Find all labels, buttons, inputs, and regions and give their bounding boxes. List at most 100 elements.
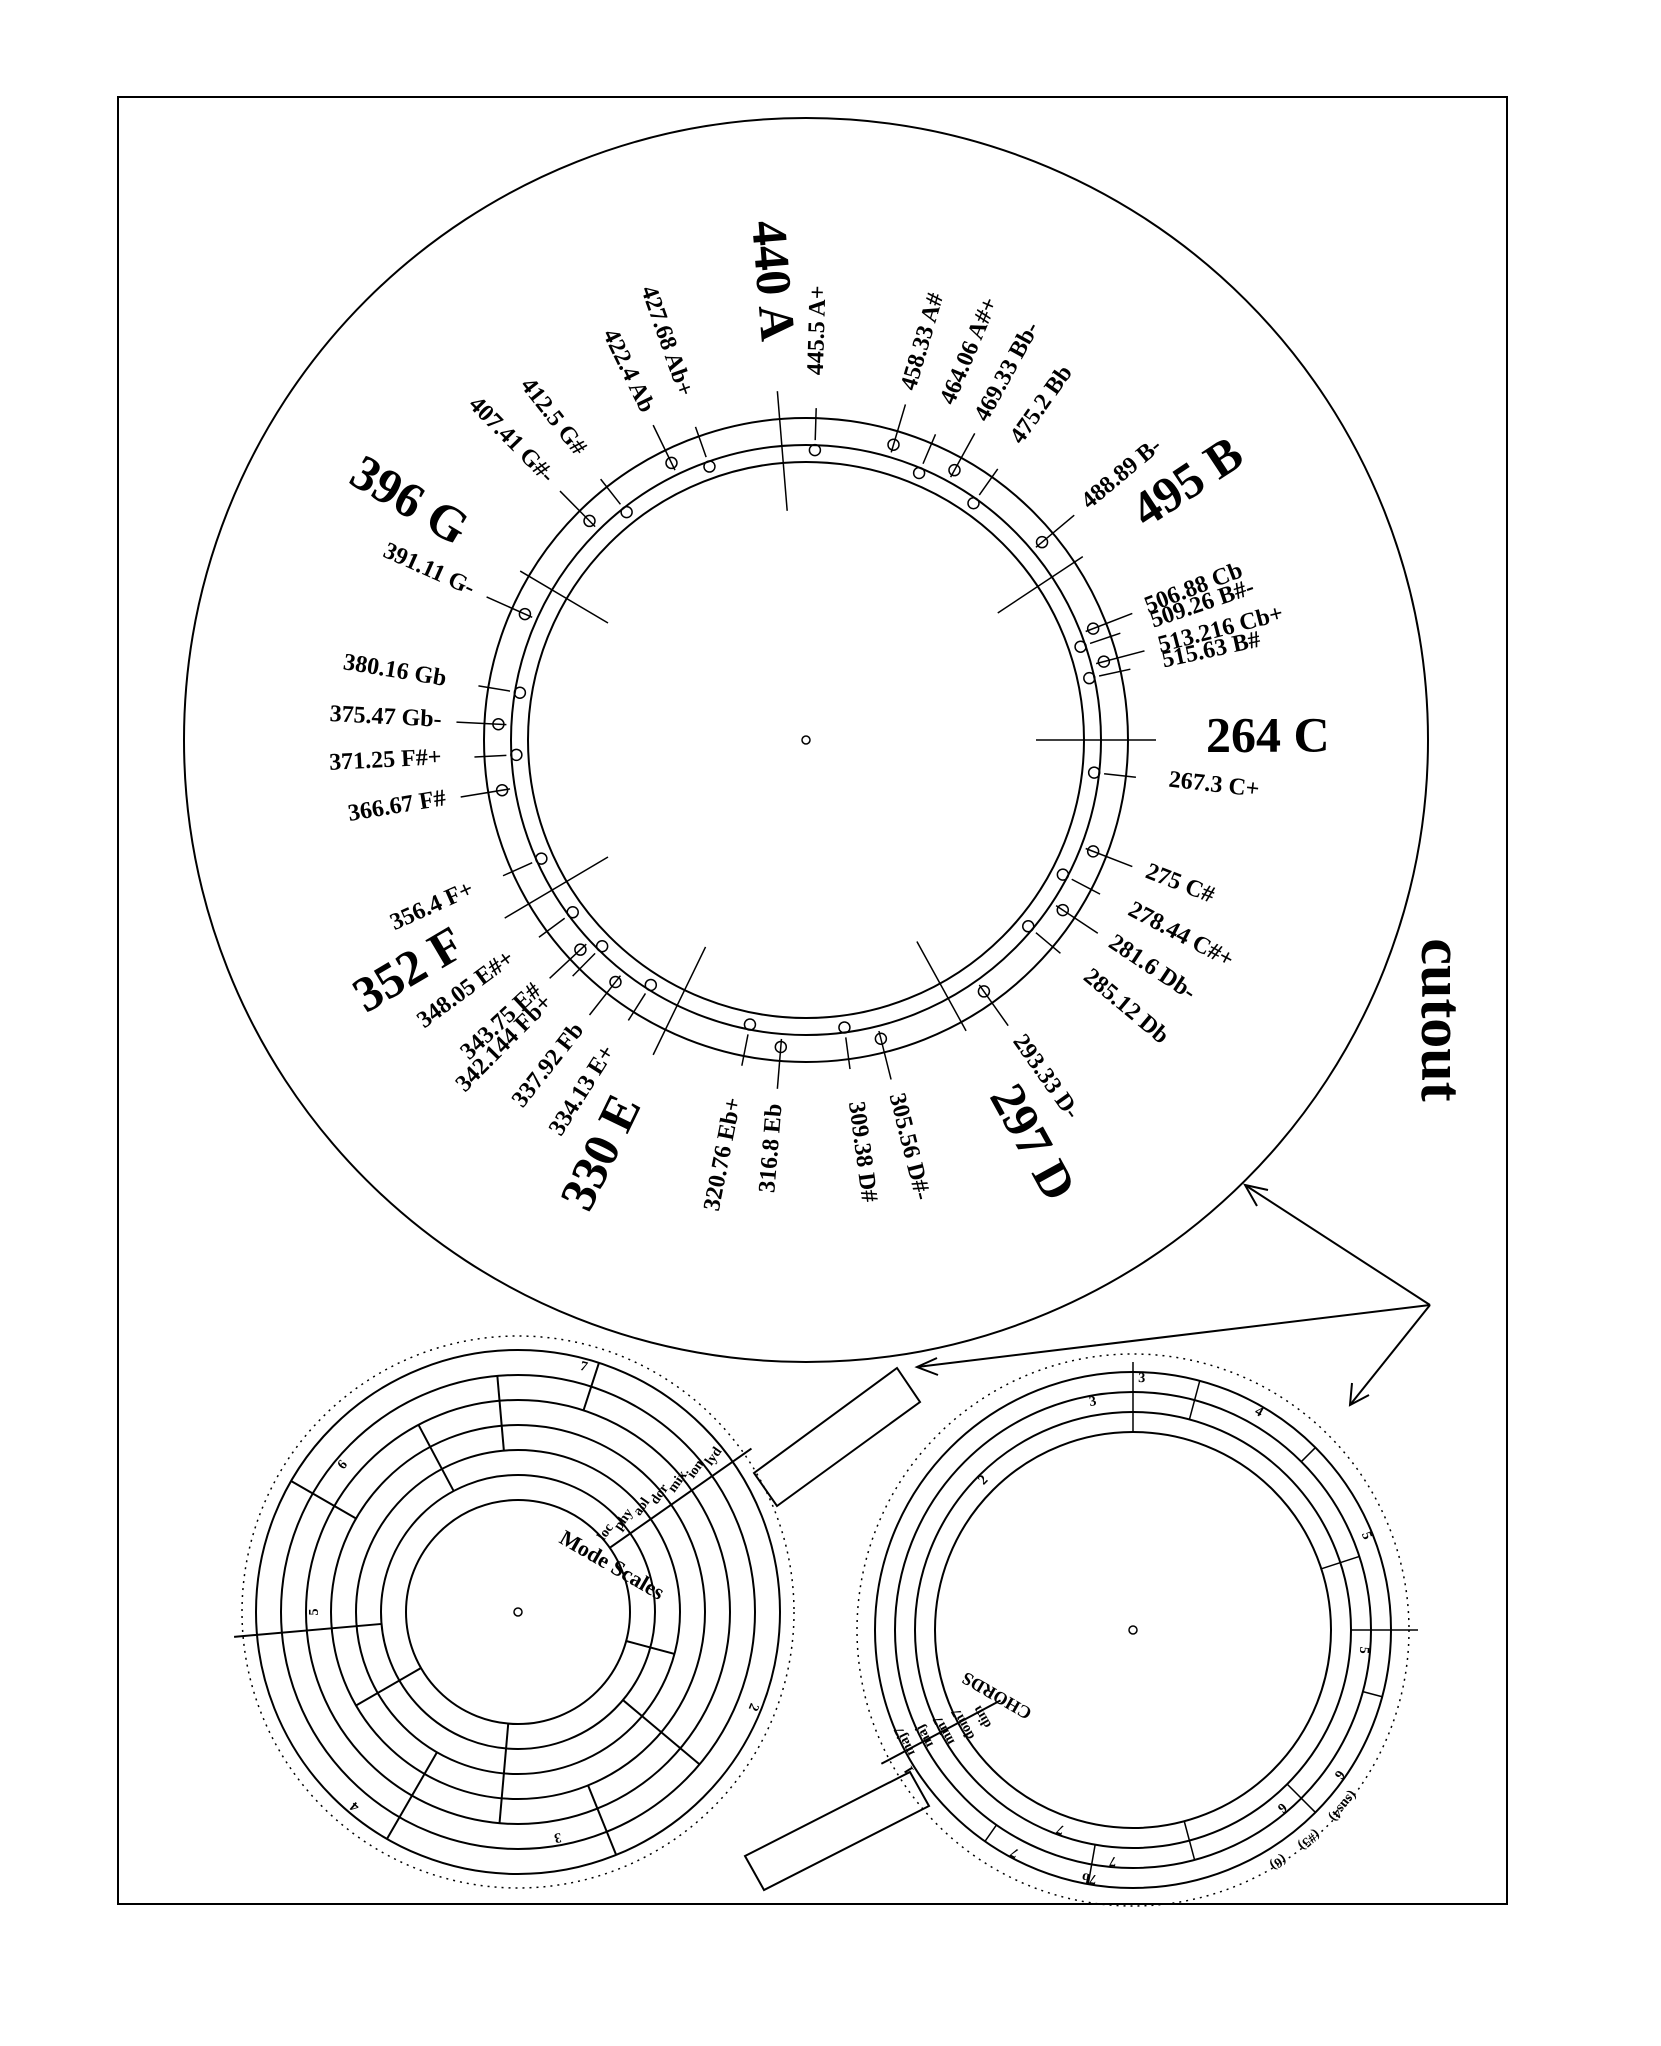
note-tick [814, 408, 817, 441]
chord-type-label: dim [970, 1703, 995, 1731]
chord-center-mark [1128, 1625, 1138, 1635]
note-dot [1086, 622, 1100, 635]
chord-ring-4 [934, 1431, 1332, 1829]
note-tick [486, 596, 533, 619]
note-tick [1085, 612, 1133, 633]
note-dot [1097, 655, 1111, 668]
chord-degree-label: 5 [1356, 1646, 1372, 1654]
note-dot [874, 1032, 888, 1046]
chord-degree-label: 2 [976, 1473, 992, 1489]
mode-ring-5 [355, 1449, 681, 1775]
note-label: 445.5 A+ [803, 285, 832, 375]
note-tick [1071, 878, 1101, 895]
note-dot [595, 940, 609, 953]
note-tick [890, 404, 907, 453]
chord-degree-label: 5 [1358, 1530, 1375, 1542]
note-label: 422.4 Ab [597, 325, 659, 417]
note-label: 380.16 Gb [341, 649, 448, 692]
chord-type-label: (sus4) [1325, 1788, 1359, 1825]
chord-wheel-title: CHORDS [958, 1668, 1035, 1724]
note-tick [776, 1038, 783, 1089]
main-note-label: 264 C [1206, 706, 1330, 762]
note-dot [583, 514, 596, 528]
main-note-label: 440 A [741, 218, 807, 343]
note-tick [916, 941, 967, 1032]
chord-degree-label: 4 [1252, 1404, 1266, 1420]
note-tick [694, 426, 707, 458]
cutout-arrows [914, 1183, 1431, 1407]
mode-ring-3 [305, 1399, 731, 1825]
note-tick [460, 788, 511, 798]
note-dot [566, 906, 579, 919]
note-dot [495, 783, 509, 797]
note-dot [535, 852, 548, 865]
note-tick [652, 946, 707, 1056]
note-dot [774, 1040, 788, 1054]
note-label: 458.33 A# [896, 290, 949, 393]
chord-degree-label: 7 [1008, 1844, 1021, 1861]
chord-type-label: (#5) [1295, 1826, 1323, 1853]
mode-degree-label: 2 [745, 1701, 762, 1713]
mode-degree-label: 4 [348, 1798, 363, 1814]
note-dot [743, 1018, 757, 1031]
note-tick [845, 1037, 851, 1070]
note-tick [474, 754, 507, 758]
note-tick [1085, 847, 1133, 868]
note-dot [1021, 920, 1035, 933]
note-dot [838, 1021, 851, 1034]
note-tick [878, 1030, 892, 1080]
chord-degree-label: 7 [1055, 1821, 1067, 1837]
chord-degree-label: 6 [1274, 1799, 1289, 1815]
note-dot [1083, 671, 1096, 685]
main-note-label: 396 G [341, 443, 478, 556]
mode-pointer-bar [752, 1366, 922, 1508]
mode-wheel-dotted-edge [241, 1335, 795, 1889]
cutout-label: cutout [1409, 938, 1475, 1101]
mode-ring-6 [380, 1474, 656, 1750]
mode-center-mark [513, 1607, 523, 1617]
note-tick [978, 984, 1009, 1027]
note-label: 267.3 C+ [1167, 767, 1260, 803]
chord-degree-label: 3 [1138, 1371, 1146, 1386]
main-disk-outline [183, 117, 1429, 1363]
note-dot [1035, 535, 1049, 549]
note-dot [620, 505, 633, 519]
chord-degree-label: 7b [1081, 1869, 1098, 1886]
chord-degree-label: 7 [1109, 1853, 1117, 1869]
note-tick [519, 570, 609, 624]
note-tick [776, 391, 788, 511]
note-tick [1095, 650, 1145, 665]
note-label: 309.38 D# [843, 1100, 882, 1204]
note-dot [1056, 868, 1070, 881]
note-label: 366.67 F# [346, 785, 448, 827]
chord-wheel-dotted-edge [856, 1353, 1410, 1907]
note-dot [912, 466, 926, 480]
mode-degree-label: 3 [553, 1829, 562, 1845]
note-tick [978, 468, 999, 496]
main-ring-inner [527, 461, 1085, 1019]
note-dot [1056, 903, 1070, 917]
note-dot [609, 975, 622, 989]
note-tick [456, 721, 507, 726]
note-label: 316.8 Eb [754, 1103, 787, 1194]
note-dot [574, 943, 587, 956]
note-label: 305.56 D#- [884, 1091, 936, 1203]
note-tick [652, 424, 676, 471]
note-label: 275 C# [1142, 858, 1218, 908]
note-dot [1087, 766, 1101, 779]
note-tick [588, 975, 622, 1016]
note-tick [559, 490, 596, 528]
note-tick [1104, 772, 1136, 779]
note-tick [922, 434, 937, 465]
mode-ring-1 [255, 1349, 781, 1875]
diagram-frame [117, 96, 1508, 1905]
note-dot [510, 748, 523, 762]
note-tick [1055, 905, 1099, 934]
mode-ring-2 [280, 1374, 756, 1850]
note-dot [808, 443, 822, 457]
note-tick [504, 856, 609, 919]
note-label: 371.25 F#+ [329, 744, 443, 776]
